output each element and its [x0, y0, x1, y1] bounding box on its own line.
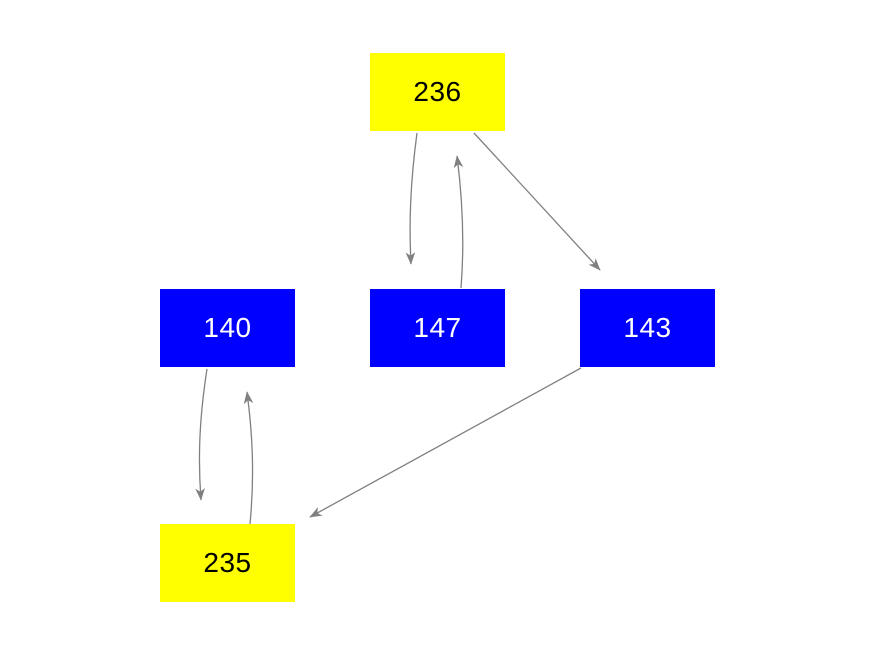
node-label: 140	[203, 312, 252, 343]
node-140[interactable]: 140	[160, 289, 295, 367]
edge-235-to-140	[243, 391, 254, 525]
node-label: 235	[203, 547, 252, 578]
edge-140-to-235	[195, 368, 208, 501]
node-236[interactable]: 236	[370, 53, 505, 131]
node-label: 143	[623, 312, 672, 343]
node-235[interactable]: 235	[160, 524, 295, 602]
node-label: 236	[413, 76, 462, 107]
edge-143-to-235	[309, 367, 582, 518]
edge-236-to-147	[405, 132, 418, 265]
node-label: 147	[413, 312, 462, 343]
node-143[interactable]: 143	[580, 289, 715, 367]
node-147[interactable]: 147	[370, 289, 505, 367]
edge-236-to-143	[473, 132, 601, 271]
edge-147-to-236	[453, 155, 464, 289]
